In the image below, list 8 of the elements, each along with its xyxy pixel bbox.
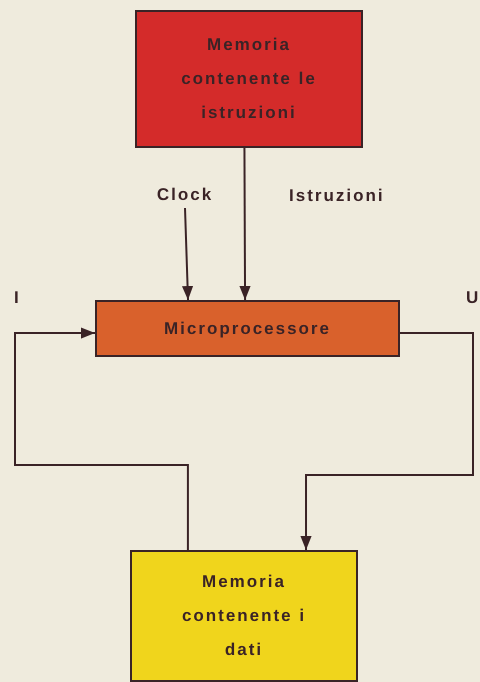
processor-box: Microprocessore (95, 300, 400, 357)
arrow (182, 208, 194, 300)
arrow (14, 327, 189, 550)
clock-label: Clock (140, 182, 230, 208)
memory-box: Memoria contenente le istruzioni (135, 10, 363, 148)
arrow (300, 332, 474, 550)
arrow (239, 148, 251, 300)
memory-box: Memoria contenente i dati (130, 550, 358, 682)
